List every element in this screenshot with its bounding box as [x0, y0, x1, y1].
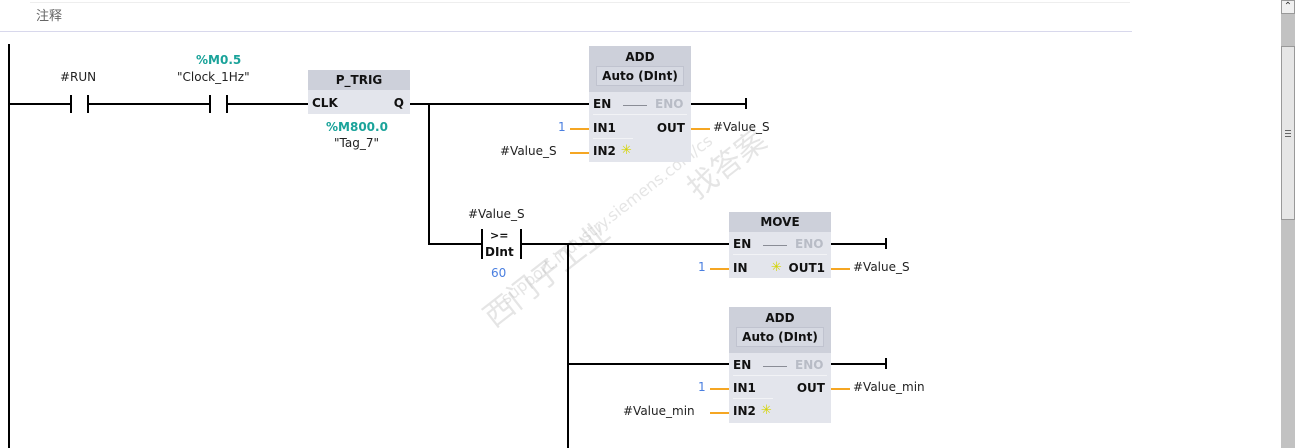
compare-left-bar	[481, 229, 483, 259]
add2-in1-value[interactable]: 1	[698, 380, 706, 394]
ptrig-operand[interactable]: "Tag_7"	[334, 136, 379, 150]
add1-in2-value[interactable]: #Value_S	[500, 144, 557, 158]
branch-wire	[567, 243, 569, 448]
pin-wire	[570, 152, 589, 154]
ptrig-pin-clk: CLK	[312, 96, 338, 110]
compare-value[interactable]: 60	[491, 266, 507, 280]
add2-pin-in2: IN2	[733, 404, 756, 418]
add1-out-value[interactable]: #Value_S	[713, 120, 770, 134]
move-en-eno-line	[763, 245, 787, 246]
network-comment-placeholder: 注释	[36, 9, 63, 24]
add1-pin-in1: IN1	[593, 121, 616, 135]
pin-separator	[733, 254, 827, 255]
add-block-1[interactable]: ADD Auto (DInt) EN ENO IN1 OUT IN2 ✳	[589, 46, 691, 162]
pin-wire	[710, 268, 729, 270]
branch-wire	[428, 103, 430, 245]
add1-title: ADD	[625, 50, 655, 64]
add-input-icon[interactable]: ✳	[621, 143, 632, 158]
contact-clock-right	[226, 95, 228, 113]
move-pin-in: IN	[733, 261, 748, 275]
eno-wire	[831, 243, 886, 245]
eno-wire	[831, 363, 886, 365]
pin-wire	[710, 412, 729, 414]
rung-wire	[522, 243, 730, 245]
scroll-up-button[interactable]: ⌃	[1281, 0, 1295, 14]
eno-terminator	[885, 238, 887, 249]
add1-pin-out: OUT	[656, 121, 685, 135]
rung-wire	[228, 103, 308, 105]
ptrig-block[interactable]: P_TRIG CLK Q	[308, 70, 410, 114]
ptrig-title: P_TRIG	[335, 73, 383, 87]
grip-icon	[1285, 136, 1291, 137]
contact-run-right	[87, 95, 89, 113]
move-pin-out1: OUT1	[788, 261, 825, 275]
move-out-value[interactable]: #Value_S	[853, 260, 910, 274]
pin-wire	[570, 128, 589, 130]
pin-separator	[593, 114, 687, 115]
comment-divider	[0, 31, 1132, 32]
eno-wire	[691, 103, 746, 105]
add1-pin-en: EN	[593, 97, 612, 111]
compare-right-bar	[520, 229, 522, 259]
pin-wire	[691, 128, 710, 130]
move-pin-en: EN	[733, 237, 752, 251]
ptrig-address: %M800.0	[326, 120, 388, 134]
scroll-thumb[interactable]	[1281, 46, 1295, 220]
network-comment-field[interactable]	[30, 2, 1130, 29]
contact-run-left	[70, 95, 72, 113]
move-pin-eno: ENO	[795, 237, 824, 251]
eno-terminator	[745, 98, 747, 109]
add1-pin-eno: ENO	[655, 97, 684, 111]
rung-wire	[89, 103, 209, 105]
add1-pin-in2: IN2	[593, 144, 616, 158]
add2-pin-en: EN	[733, 358, 752, 372]
ptrig-pin-q: Q	[393, 96, 404, 110]
add1-type-selector[interactable]: Auto (DInt)	[596, 66, 684, 86]
add2-pin-eno: ENO	[795, 358, 824, 372]
add2-pin-in1: IN1	[733, 381, 756, 395]
move-in-value[interactable]: 1	[698, 260, 706, 274]
rung-wire	[410, 103, 590, 105]
eno-terminator	[885, 358, 887, 369]
contact-clock-operand[interactable]: "Clock_1Hz"	[177, 70, 250, 84]
pin-separator	[593, 138, 633, 139]
power-rail	[8, 44, 10, 448]
pin-wire	[831, 268, 850, 270]
add-input-icon[interactable]: ✳	[761, 403, 772, 418]
add2-type-selector[interactable]: Auto (DInt)	[736, 327, 824, 347]
grip-icon	[1285, 133, 1291, 134]
add2-pin-out: OUT	[796, 381, 825, 395]
compare-type[interactable]: DInt	[485, 245, 514, 259]
branch-wire	[567, 363, 730, 365]
move-block[interactable]: MOVE EN ENO IN ✳ OUT1	[729, 212, 831, 278]
add2-in2-value[interactable]: #Value_min	[623, 404, 695, 418]
pin-wire	[831, 388, 850, 390]
contact-run-operand[interactable]: #RUN	[60, 70, 97, 84]
contact-clock-left	[209, 95, 211, 113]
add1-in1-value[interactable]: 1	[558, 120, 566, 134]
pin-wire	[710, 388, 729, 390]
add2-en-eno-line	[763, 366, 787, 367]
move-title: MOVE	[760, 215, 800, 229]
add-block-2[interactable]: ADD Auto (DInt) EN ENO IN1 OUT IN2 ✳	[729, 307, 831, 423]
add1-en-eno-line	[623, 105, 647, 106]
pin-separator	[733, 375, 827, 376]
contact-clock-address: %M0.5	[196, 53, 242, 67]
add-output-icon[interactable]: ✳	[771, 260, 782, 275]
compare-operator: >=	[490, 229, 509, 242]
compare-operand[interactable]: #Value_S	[468, 207, 525, 221]
add2-title: ADD	[765, 311, 795, 325]
grip-icon	[1285, 130, 1291, 131]
branch-wire	[428, 243, 482, 245]
pin-separator	[733, 398, 773, 399]
add2-out-value[interactable]: #Value_min	[853, 380, 925, 394]
rung-wire	[10, 103, 70, 105]
